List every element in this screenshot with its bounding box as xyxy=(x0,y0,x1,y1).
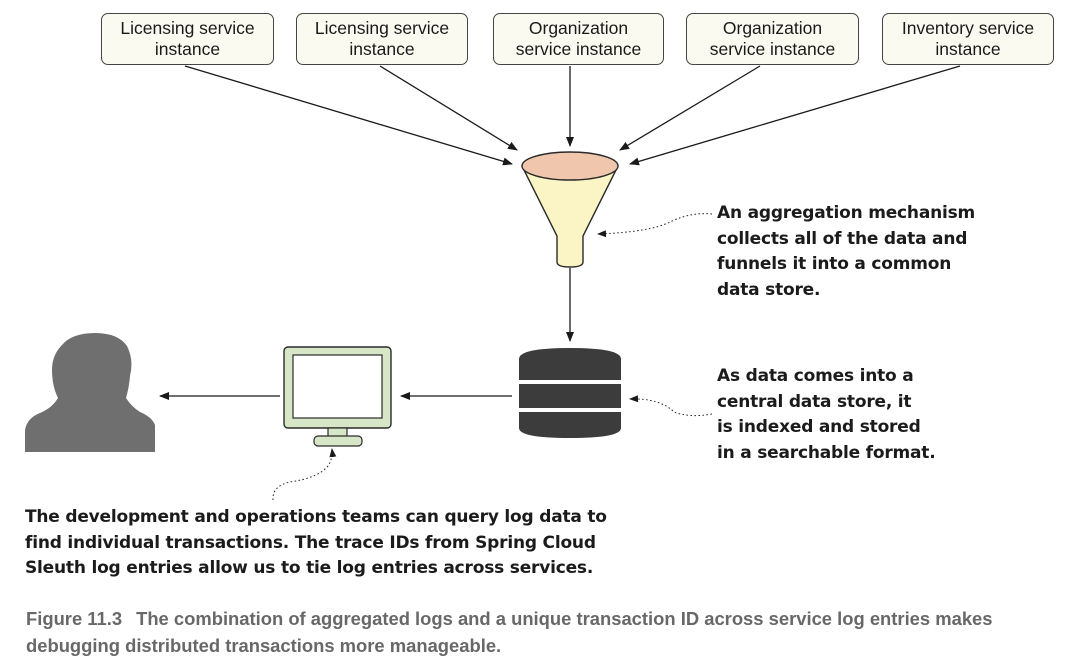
service-box-inventory: Inventory service instance xyxy=(882,13,1054,65)
annotation-datastore: As data comes into a central data store,… xyxy=(717,366,936,463)
person-icon xyxy=(25,333,155,452)
service-box-organization-1: Organization service instance xyxy=(493,13,664,65)
monitor-icon xyxy=(283,346,392,447)
funnel-icon xyxy=(521,151,619,268)
service-box-licensing-2: Licensing service instance xyxy=(296,13,468,65)
pointer-query xyxy=(272,448,337,501)
annotation-aggregation: An aggregation mechanism collects all of… xyxy=(717,203,976,300)
database-icon xyxy=(519,348,621,438)
arrow-organization-2 xyxy=(619,65,761,151)
arrow-licensing-1 xyxy=(184,65,513,166)
service-arrows xyxy=(184,65,961,166)
arrow-inventory xyxy=(629,65,961,166)
service-box-licensing-1: Licensing service instance xyxy=(101,13,274,65)
arrow-licensing-2 xyxy=(379,65,518,151)
figure-caption-text: The combination of aggregated logs and a… xyxy=(26,608,993,656)
figure-number: Figure 11.3 xyxy=(26,608,123,629)
pointer-datastore xyxy=(629,395,713,417)
pointer-aggregation xyxy=(597,213,713,238)
annotation-query: The development and operations teams can… xyxy=(25,507,607,578)
service-box-organization-2: Organization service instance xyxy=(686,13,859,65)
